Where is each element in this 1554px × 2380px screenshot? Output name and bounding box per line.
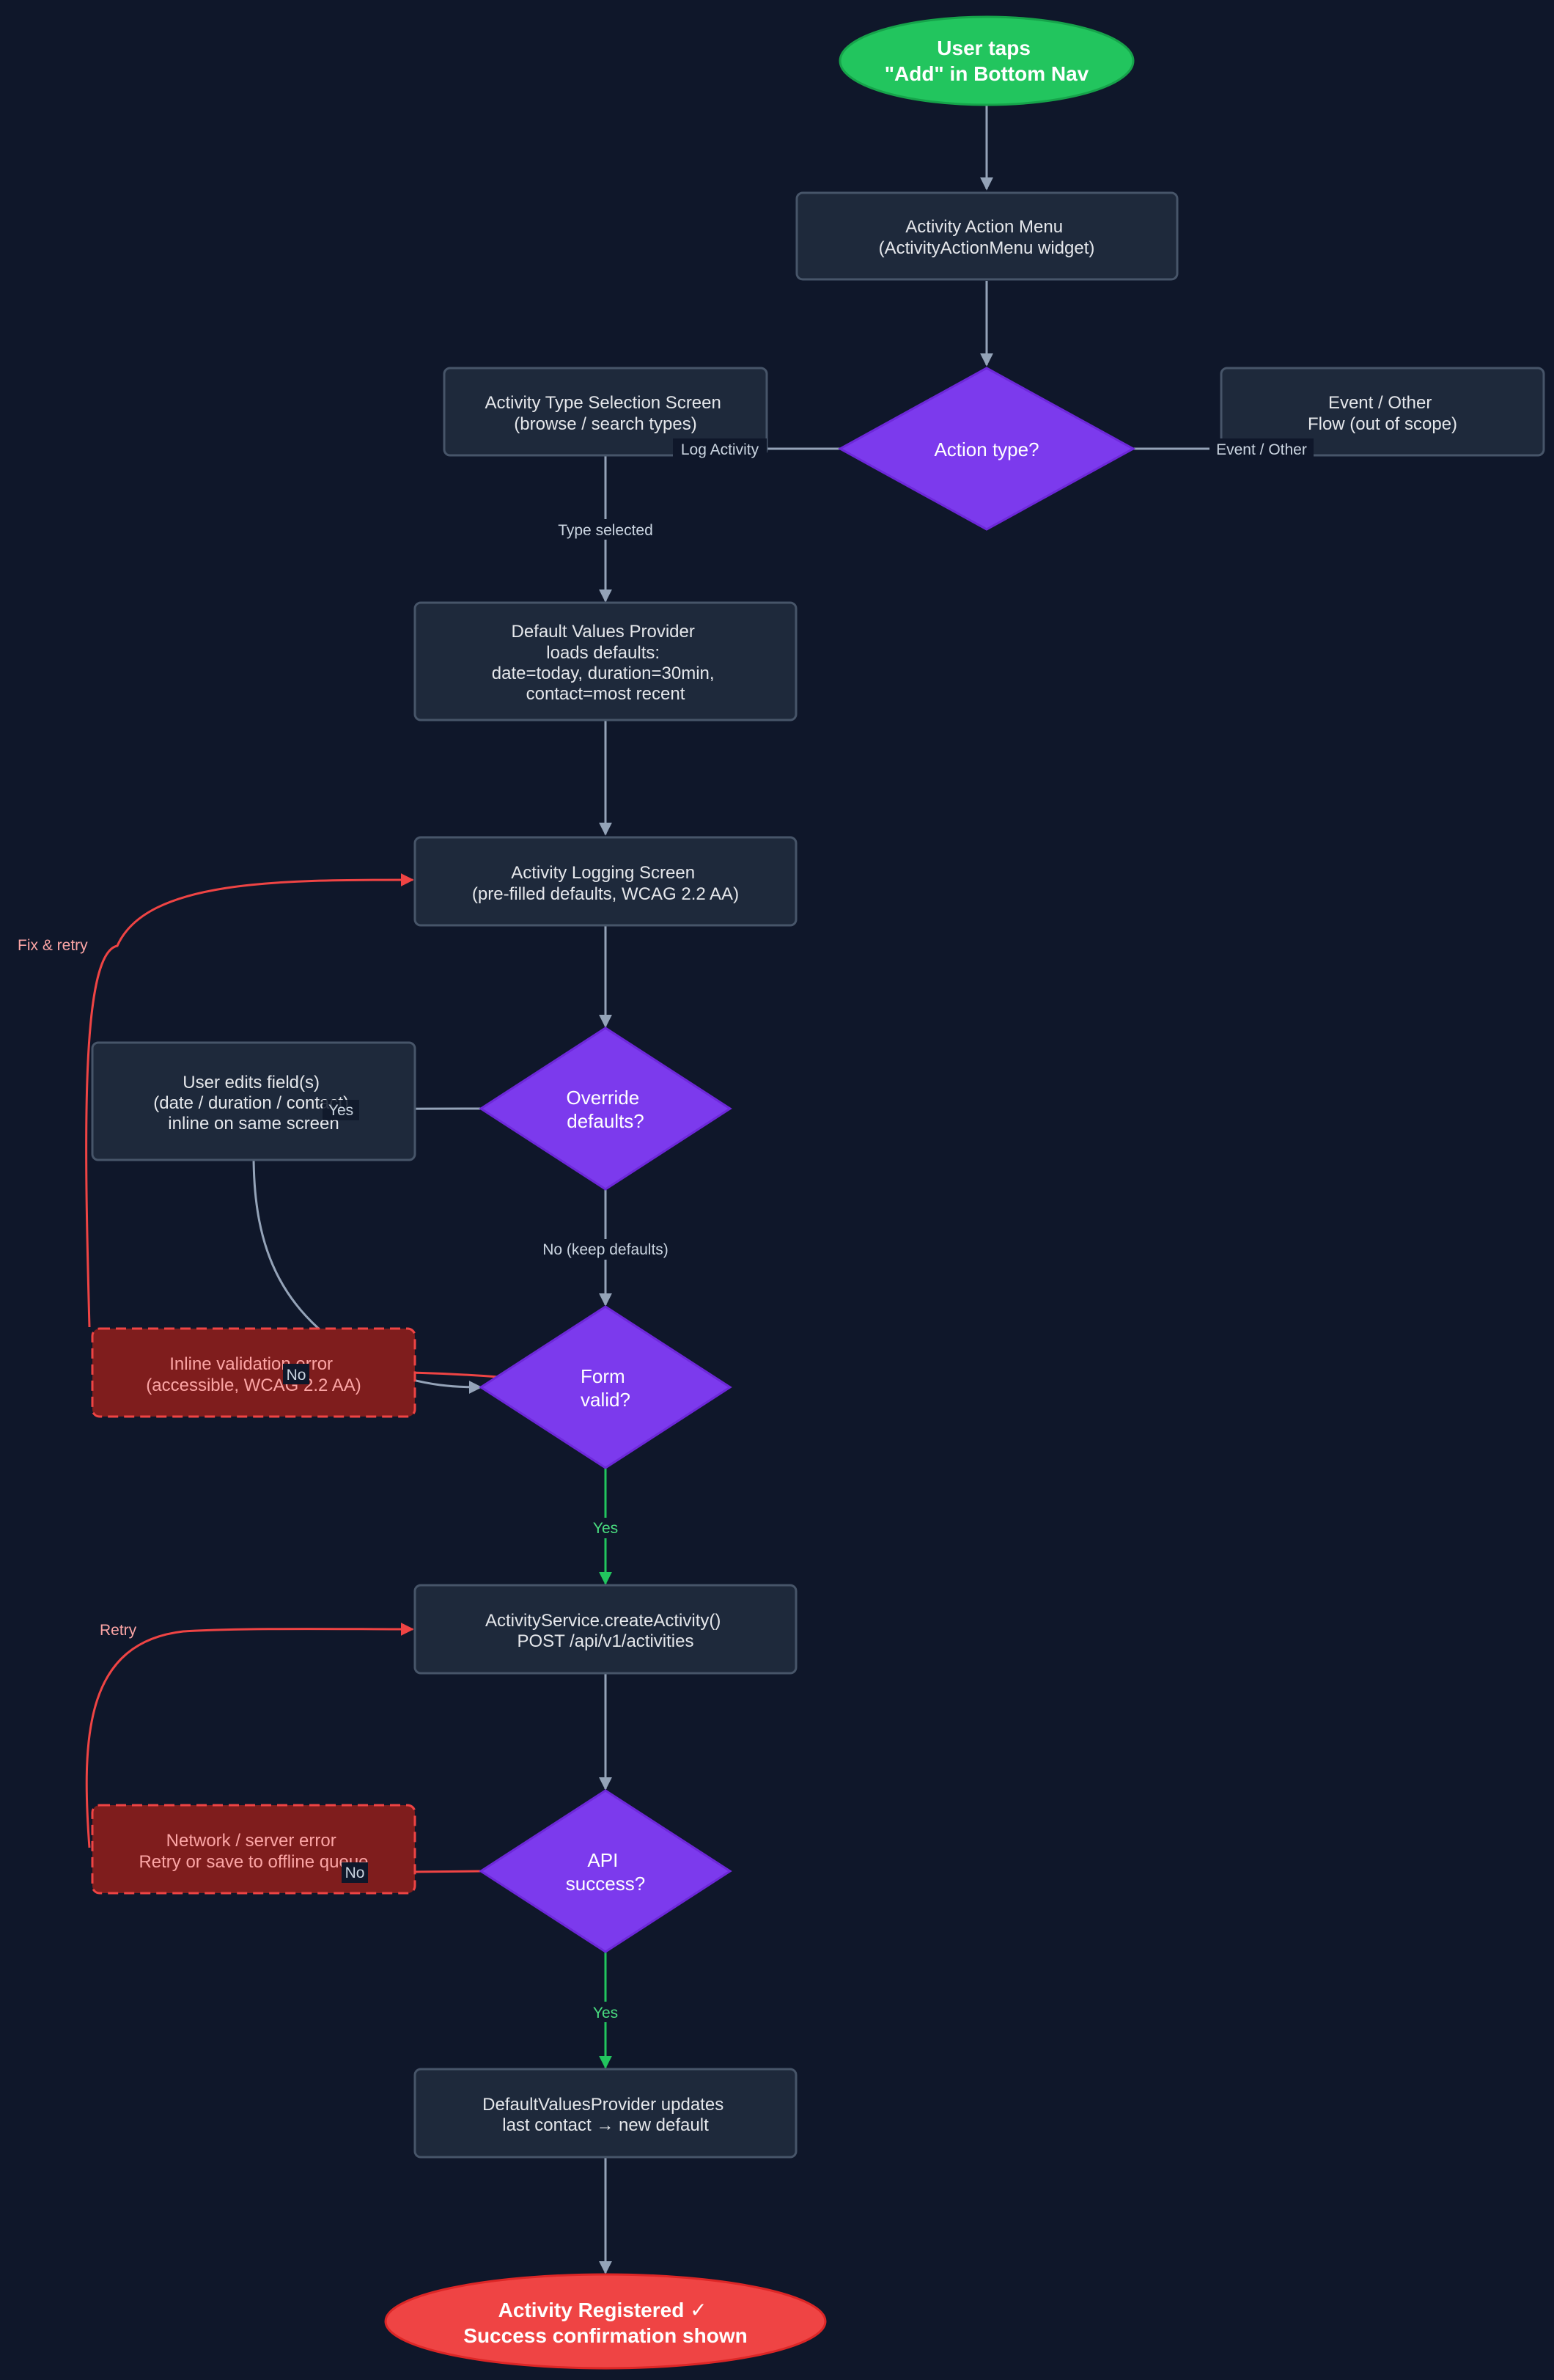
node-event-other: Event / Other Flow (out of scope) [1220, 367, 1545, 457]
edge-network-retry [85, 1622, 414, 1848]
node-api-line: success? [566, 1873, 645, 1895]
node-network-line: Retry or save to offline queue [139, 1852, 368, 1872]
label-event-other: Event / Other [1216, 441, 1307, 458]
svg-text:User edits field(s) (dat: User edits field(s) (date / duration / c… [153, 1073, 353, 1134]
node-type-select-line: Activity Type Selection Screen [485, 393, 721, 413]
node-defaults-line: Default Values Provider [511, 622, 694, 642]
node-logging-line: Activity Logging Screen [511, 863, 695, 883]
node-update-line: last contact → new default [502, 2115, 709, 2135]
node-validation-error: Inline validation error (accessible, WCA… [91, 1327, 416, 1418]
node-end-line: Activity Registered ✓ [498, 2299, 707, 2321]
node-logging-line: (pre-filled defaults, WCAG 2.2 AA) [472, 884, 739, 904]
node-defaults-line: contact=most recent [526, 684, 685, 704]
node-form-valid-line: valid? [581, 1389, 630, 1411]
node-end-line: Success confirmation shown [463, 2324, 747, 2347]
node-action-type-line: Action type? [934, 438, 1039, 460]
label-form-yes: Yes [593, 1520, 618, 1537]
label-api-no: No [345, 1865, 365, 1881]
node-update-defaults: DefaultValuesProvider updates last conta… [413, 2068, 798, 2159]
node-end: Activity Registered ✓ Success confirmati… [384, 2273, 827, 2370]
node-user-edits-line: User edits field(s) [183, 1073, 320, 1092]
node-update-line: DefaultValuesProvider updates [482, 2095, 723, 2115]
node-default-values: Default Values Provider loads defaults: … [413, 601, 798, 721]
label-type-selected: Type selected [558, 522, 653, 539]
node-override-line: defaults? [567, 1110, 644, 1132]
node-override-line: Override [567, 1087, 640, 1109]
label-override-yes: Yes [328, 1102, 353, 1119]
node-action-menu: Activity Action Menu (ActivityActionMenu… [795, 191, 1179, 281]
node-defaults-line: loads defaults: [546, 643, 660, 663]
node-api-success-decision: API success? [479, 1789, 732, 1953]
node-user-edits-line: (date / duration / contact) [153, 1093, 349, 1113]
svg-text:Activity Type Selection Screen: Activity Type Selection Screen (browse /… [485, 393, 726, 434]
label-no-keep-defaults: No (keep defaults) [542, 1241, 669, 1258]
edge-labels: Log Activity Event / Other Type selected… [18, 438, 1314, 2022]
node-create-line: POST /api/v1/activities [518, 1631, 694, 1651]
node-action-type-decision: Action type? [837, 367, 1136, 531]
node-user-edits: User edits field(s) (date / duration / c… [91, 1041, 416, 1161]
node-logging-screen: Activity Logging Screen (pre-filled defa… [413, 836, 798, 927]
node-user-edits-line: inline on same screen [168, 1114, 339, 1134]
node-network-error: Network / server error Retry or save to … [91, 1804, 416, 1895]
node-form-valid-line: Form [581, 1365, 625, 1387]
svg-text:DefaultValuesProvider updates: DefaultValuesProvider updates last conta… [482, 2095, 729, 2135]
svg-text:Activity Action Menu (Ac: Activity Action Menu (ActivityActionMenu… [879, 217, 1095, 258]
node-override-decision: Override defaults? [479, 1026, 732, 1191]
label-retry: Retry [100, 1622, 137, 1639]
node-create-line: ActivityService.createActivity() [485, 1611, 721, 1631]
node-type-select-line: (browse / search types) [514, 414, 696, 434]
node-form-valid-decision: Form valid? [479, 1305, 732, 1469]
svg-text:Event / Other Flow (out: Event / Other Flow (out of scope) [1308, 393, 1457, 434]
node-defaults-line: date=today, duration=30min, [492, 664, 715, 683]
label-api-yes: Yes [593, 2005, 618, 2021]
node-menu-line: Activity Action Menu [905, 217, 1063, 237]
svg-text:Form valid?: Form valid? [581, 1365, 630, 1411]
node-menu-line: (ActivityActionMenu widget) [879, 238, 1095, 258]
svg-text:Activity Registered ✓ Su: Activity Registered ✓ Success confirmati… [463, 2299, 747, 2347]
node-network-line: Network / server error [166, 1831, 336, 1851]
node-api-line: API [587, 1849, 618, 1871]
label-log-activity: Log Activity [681, 441, 759, 458]
node-start-line: User taps [937, 37, 1031, 59]
svg-text:Network / server error R: Network / server error Retry or save to … [139, 1831, 368, 1872]
node-start-line: "Add" in Bottom Nav [885, 62, 1089, 85]
svg-text:Inline validation error: Inline validation error (accessible, WCA… [146, 1354, 361, 1395]
node-type-select: Activity Type Selection Screen (browse /… [443, 367, 768, 457]
label-fix-retry: Fix & retry [18, 937, 88, 954]
svg-text:User taps "Add" in Botto: User taps "Add" in Bottom Nav [885, 37, 1089, 85]
svg-text:Action type?: Action type? [934, 438, 1039, 460]
label-form-no: No [287, 1367, 306, 1384]
svg-text:API success?: API success? [566, 1849, 645, 1895]
node-event-other-line: Flow (out of scope) [1308, 414, 1457, 434]
edge-validation-fix-retry [85, 873, 414, 1328]
node-start: User taps "Add" in Bottom Nav [839, 15, 1135, 106]
node-event-other-line: Event / Other [1328, 393, 1432, 413]
svg-text:Activity Logging Screen: Activity Logging Screen (pre-filled defa… [472, 863, 739, 904]
node-validation-line: (accessible, WCAG 2.2 AA) [146, 1376, 361, 1395]
node-create-activity: ActivityService.createActivity() POST /a… [413, 1584, 798, 1675]
svg-text:ActivityService.createActivity: ActivityService.createActivity() POST /a… [485, 1611, 726, 1651]
svg-text:Override defaults?: Override defaults? [567, 1087, 645, 1132]
svg-text:Default Values Provider: Default Values Provider loads defaults: … [492, 622, 719, 704]
